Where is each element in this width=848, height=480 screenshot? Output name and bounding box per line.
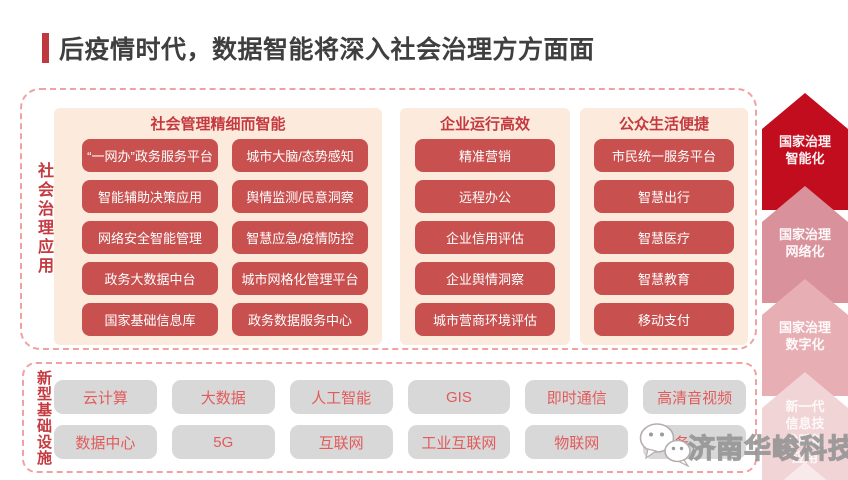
social-management-grid: “一网办”政务服务平台城市大脑/态势感知智能辅助决策应用舆情监测/民意洞察网络安… (54, 139, 382, 336)
app-chip: 智慧出行 (594, 180, 734, 213)
app-chip: 城市营商环境评估 (415, 303, 555, 336)
infrastructure-grid: 云计算大数据人工智能GIS即时通信高清音视频数据中心5G互联网工业互联网物联网务 (54, 380, 746, 459)
infra-chip: 互联网 (289, 425, 393, 459)
panel-enterprise-efficiency: 企业运行高效 精准营销远程办公企业信用评估企业舆情洞察城市营商环境评估 (400, 108, 570, 345)
app-chip: 智慧教育 (594, 262, 734, 295)
app-chip: 政务大数据中台 (82, 262, 218, 295)
title-accent-bar (42, 33, 49, 63)
app-chip: 舆情监测/民意洞察 (232, 180, 368, 213)
app-chip: 城市大脑/态势感知 (232, 139, 368, 172)
slide-header: 后疫情时代，数据智能将深入社会治理方方面面 (42, 30, 595, 66)
page-title: 后疫情时代，数据智能将深入社会治理方方面面 (59, 36, 595, 64)
arrow-label: 新一代信息技术赋能应用 (785, 399, 825, 465)
wechat-icon (639, 423, 691, 467)
app-chip: 智慧医疗 (594, 221, 734, 254)
app-chip: 智慧应急/疫情防控 (232, 221, 368, 254)
arrow-label: 国家治理数字化 (778, 320, 831, 352)
app-chip: 智能辅助决策应用 (82, 180, 218, 213)
new-infrastructure-box: 新型基础设施 云计算大数据人工智能 GIS 即时通信高清音视频数据中心 5G 互联网工业… (22, 362, 757, 473)
panel-public-convenience: 公众生活便捷 市民统一服务平台智慧出行智慧医疗智慧教育移动支付 (580, 108, 748, 345)
app-chip: 城市网格化管理平台 (232, 262, 368, 295)
infra-chip: 人工智能 (289, 380, 393, 414)
governance-side-label: 社会治理应用 (35, 162, 52, 276)
panel-social-management: 社会管理精细而智能 “一网办”政务服务平台城市大脑/态势感知智能辅助决策应用舆情… (54, 108, 382, 345)
governance-applications-box: 社会治理应用 社会管理精细而智能 “一网办”政务服务平台城市大脑/态势感知智能辅… (20, 88, 757, 350)
app-chip: 移动支付 (594, 303, 734, 336)
app-chip: 政务数据服务中心 (232, 303, 368, 336)
app-chip: 企业舆情洞察 (415, 262, 555, 295)
arrow-label: 国家治理智能化 (778, 134, 831, 166)
enterprise-list: 精准营销远程办公企业信用评估企业舆情洞察城市营商环境评估 (400, 139, 570, 336)
app-chip: 国家基础信息库 (82, 303, 218, 336)
app-chip: 远程办公 (415, 180, 555, 213)
infra-chip: 云计算 (54, 380, 157, 414)
app-chip: 精准营销 (415, 139, 555, 172)
infra-chip: 即时通信 (525, 380, 629, 414)
app-chip: 网络安全智能管理 (82, 221, 218, 254)
infra-chip: GIS (407, 380, 511, 414)
panel-header: 社会管理精细而智能 (150, 116, 286, 133)
app-chip: “一网办”政务服务平台 (82, 139, 218, 172)
infrastructure-side-label: 新型基础设施 (35, 369, 52, 466)
infra-chip: 数据中心 (54, 425, 157, 459)
app-chip: 企业信用评估 (415, 221, 555, 254)
infra-chip: 5G (171, 425, 275, 459)
infra-chip: 大数据 (171, 380, 275, 414)
panel-header: 企业运行高效 (439, 116, 530, 133)
watermark-text: 济南华峻科技 (687, 433, 848, 464)
app-chip: 市民统一服务平台 (594, 139, 734, 172)
infra-chip: 工业互联网 (407, 425, 511, 459)
panel-header: 公众生活便捷 (618, 116, 709, 133)
watermark: 济南华峻科技 (638, 421, 848, 467)
governance-evolution-arrows: 国家治理智能化 国家治理网络化 国家治理数字化 新一代信息技术赋能应用 (762, 93, 848, 480)
infra-chip: 物联网 (525, 425, 629, 459)
arrow-label: 国家治理网络化 (778, 227, 831, 259)
infra-chip: 高清音视频 (643, 380, 746, 414)
public-list: 市民统一服务平台智慧出行智慧医疗智慧教育移动支付 (580, 139, 748, 336)
